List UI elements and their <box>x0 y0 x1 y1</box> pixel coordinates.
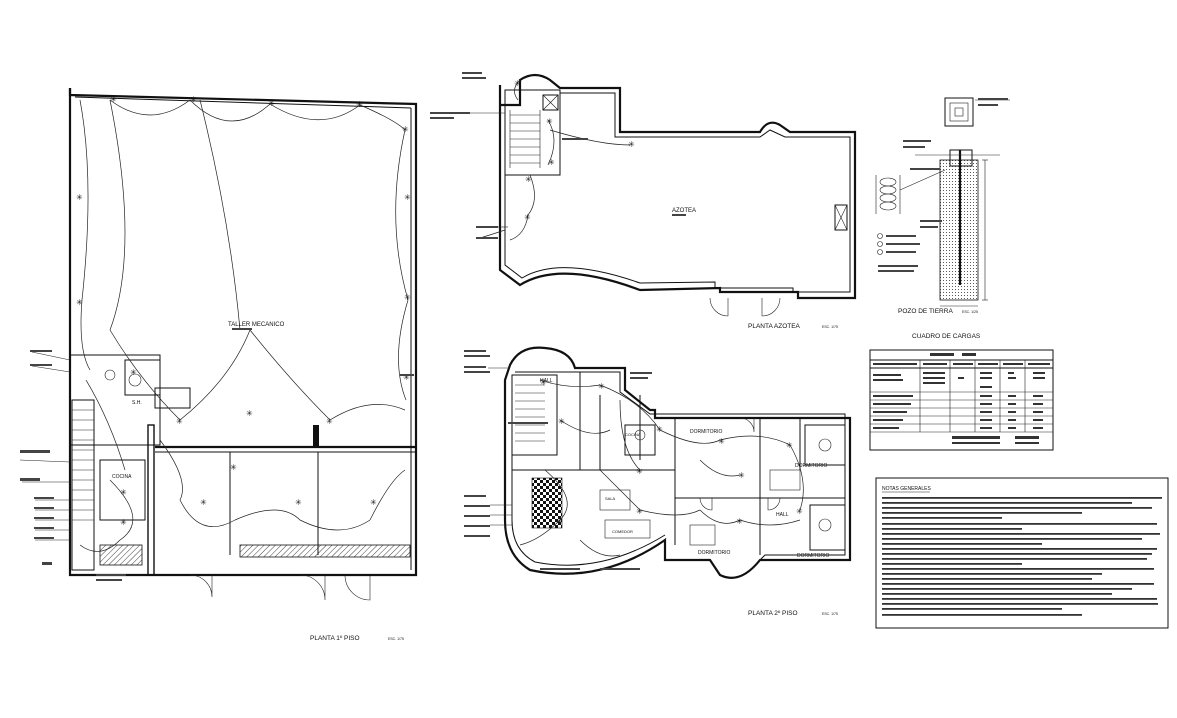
room-label-living: SALA <box>605 496 616 501</box>
roof-title: PLANTA AZOTEA <box>748 323 801 330</box>
room-label-bedroom-4: DORMITORIO <box>797 553 830 559</box>
floor2-scale: ESC. 1/75 <box>822 612 838 616</box>
notes-body-lines <box>882 497 1162 616</box>
general-notes: NOTAS GENERALES <box>875 477 1169 629</box>
svg-text:✳: ✳ <box>786 441 793 450</box>
room-label-kitchen-2: COCINA <box>625 432 641 437</box>
roof-stair-treads <box>509 110 541 168</box>
svg-text:✳: ✳ <box>540 378 547 387</box>
floor1-annotations <box>19 328 414 581</box>
svg-text:✳: ✳ <box>268 99 275 108</box>
room-label-bedroom-2: DORMITORIO <box>795 463 828 469</box>
load-table: CUADRO DE CARGAS <box>869 333 1054 451</box>
svg-text:✳: ✳ <box>356 100 363 109</box>
svg-text:✳: ✳ <box>120 488 127 497</box>
notes-title: NOTAS GENERALES <box>882 486 931 492</box>
room-label-dining: COMEDOR <box>612 529 633 534</box>
floor2-annotations <box>464 350 652 570</box>
room-label-roof: AZOTEA <box>672 208 696 214</box>
ground-well-detail: POZO DE TIERRA ESC. 1/25 <box>875 97 1010 315</box>
floor2-wiring <box>519 379 804 557</box>
room-label-hall-2: HALL <box>776 512 789 518</box>
svg-text:✳: ✳ <box>110 95 117 104</box>
cable-coil-icon <box>875 175 901 214</box>
svg-text:✳: ✳ <box>404 293 411 302</box>
svg-text:✳: ✳ <box>656 425 663 434</box>
svg-text:✳: ✳ <box>230 463 237 472</box>
room-label-sh: S.H. <box>132 400 142 406</box>
svg-text:✳: ✳ <box>525 175 532 184</box>
floor2-stair-treads <box>515 384 545 442</box>
roof-fixtures: ✳ ✳ ✳ ✳ ✳ ✳ <box>514 79 635 222</box>
svg-text:✳: ✳ <box>718 437 725 446</box>
svg-text:✳: ✳ <box>736 517 743 526</box>
svg-text:✳: ✳ <box>246 409 253 418</box>
room-label-hall: HALL <box>540 378 553 384</box>
svg-text:✳: ✳ <box>548 158 555 167</box>
svg-text:✳: ✳ <box>200 498 207 507</box>
floor1-wiring <box>79 99 409 552</box>
svg-text:✳: ✳ <box>556 517 563 526</box>
floor1-scale: ESC. 1/75 <box>388 637 404 641</box>
floor1-plan: ✳ ✳ ✳ ✳ ✳ ✳ ✳ ✳ ✳ ✳ ✳ ✳ ✳ ✳ ✳ ✳ ✳ ✳ ✳ ✳ <box>19 88 418 642</box>
svg-text:✳: ✳ <box>598 382 605 391</box>
roof-annotations <box>430 72 686 239</box>
svg-text:✳: ✳ <box>628 140 635 149</box>
svg-text:✳: ✳ <box>796 507 803 516</box>
svg-text:✳: ✳ <box>738 471 745 480</box>
load-table-title: CUADRO DE CARGAS <box>912 333 981 340</box>
floor2-fixtures: ✳ ✳ ✳ ✳ ✳ ✳ ✳ ✳ ✳ ✳ ✳ ✳ <box>540 378 803 526</box>
svg-text:✳: ✳ <box>76 193 83 202</box>
svg-text:✳: ✳ <box>326 417 333 426</box>
svg-text:✳: ✳ <box>370 498 377 507</box>
floor2-plan: ✳ ✳ ✳ ✳ ✳ ✳ ✳ ✳ ✳ ✳ ✳ ✳ HALL <box>464 346 852 617</box>
svg-text:✳: ✳ <box>514 79 521 88</box>
svg-text:✳: ✳ <box>120 518 127 527</box>
svg-text:✳: ✳ <box>404 193 411 202</box>
svg-text:✳: ✳ <box>546 117 553 126</box>
room-label-bedroom-3: DORMITORIO <box>698 550 731 556</box>
svg-text:✳: ✳ <box>295 498 302 507</box>
svg-text:✳: ✳ <box>402 125 409 134</box>
ground-well-scale: ESC. 1/25 <box>962 310 978 314</box>
load-table-cells <box>873 353 1050 444</box>
svg-text:✳: ✳ <box>636 467 643 476</box>
roof-scale: ESC. 1/75 <box>822 325 838 329</box>
svg-text:✳: ✳ <box>130 368 137 377</box>
floor2-title: PLANTA 2º PISO <box>748 610 798 617</box>
floor1-title: PLANTA 1º PISO <box>310 635 360 642</box>
svg-text:✳: ✳ <box>76 298 83 307</box>
stair-treads <box>72 409 94 521</box>
room-label-kitchen: COCINA <box>112 474 132 480</box>
room-label-workshop: TALLER MECANICO <box>228 322 285 328</box>
svg-text:✳: ✳ <box>524 213 531 222</box>
svg-text:✳: ✳ <box>636 507 643 516</box>
floor1-fixtures: ✳ ✳ ✳ ✳ ✳ ✳ ✳ ✳ ✳ ✳ ✳ ✳ ✳ ✳ ✳ ✳ ✳ ✳ ✳ ✳ <box>76 95 411 527</box>
svg-text:✳: ✳ <box>403 373 410 382</box>
ground-well-title: POZO DE TIERRA <box>898 308 953 315</box>
roof-plan: ✳ ✳ ✳ ✳ ✳ ✳ AZOTEA PLANTA AZOTEA ESC. 1/75 <box>430 72 857 330</box>
svg-text:✳: ✳ <box>176 417 183 426</box>
svg-text:✳: ✳ <box>190 95 197 104</box>
svg-text:✳: ✳ <box>558 417 565 426</box>
room-label-bedroom-1: DORMITORIO <box>690 429 723 435</box>
